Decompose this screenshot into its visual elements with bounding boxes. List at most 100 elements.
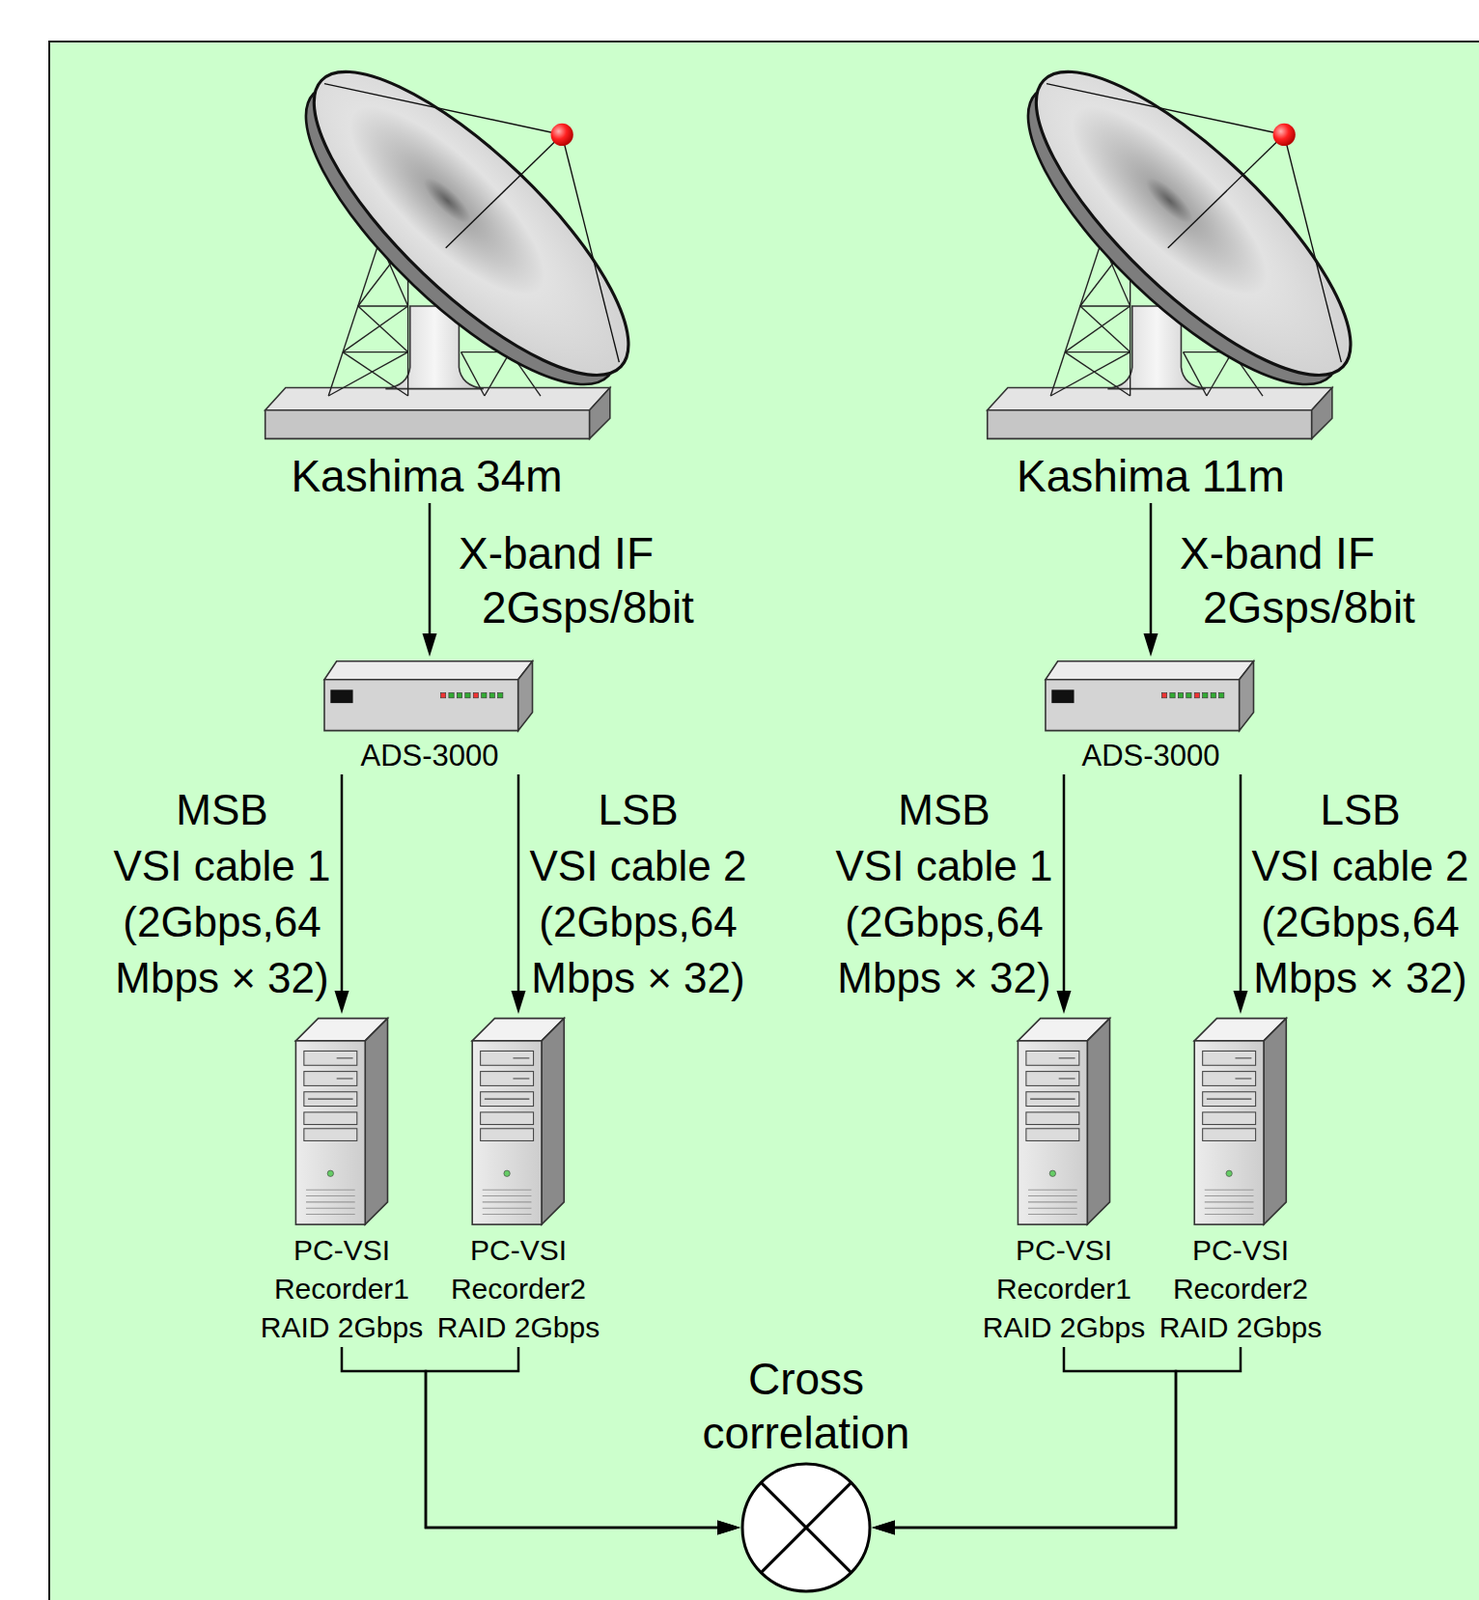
arrow-head: [871, 1520, 895, 1535]
connector-arrow: [422, 502, 438, 657]
connector-arrow: [341, 1346, 741, 1535]
connector-line: [1149, 502, 1153, 636]
sampler-device-icon: [1045, 661, 1255, 731]
recorder-name: PC-VSI Recorder2 RAID 2Gbps: [431, 1230, 606, 1347]
arrow-head: [334, 990, 350, 1014]
recorder-name: PC-VSI Recorder1 RAID 2Gbps: [976, 1230, 1151, 1347]
illustration-part: [448, 693, 454, 698]
circle-outline: [742, 1463, 870, 1591]
wrap-spacer: [1436, 781, 1471, 831]
sampler-node: ADS-3000: [1039, 656, 1262, 775]
edge-label-box: LSB VSI cable 2 (2Gbps,64 Mbps × 32): [1250, 781, 1471, 1006]
device-front: [324, 679, 519, 731]
connector-arrow: [871, 1346, 1241, 1535]
antenna-name: Kashima 11m: [976, 448, 1325, 503]
antenna-illustration: [987, 29, 1392, 439]
illustration-part: [484, 352, 510, 396]
connector-arrow: [1233, 774, 1249, 1014]
edge-label: X-band IF 2Gsps/8bit: [458, 526, 704, 635]
illustration-part: [304, 1128, 358, 1142]
edge-label: MSB VSI cable 1 (2Gbps,64 Mbps × 32): [834, 781, 1055, 1006]
illustration-part: [307, 1098, 353, 1100]
wrap-spacer: [298, 781, 333, 831]
antenna-illustration: [265, 29, 670, 439]
wrap-spacer: [714, 781, 749, 831]
arrow-head: [1233, 990, 1249, 1014]
edge-label: X-band IF 2Gsps/8bit: [1179, 526, 1425, 635]
connector-line: [892, 1346, 1241, 1528]
multiply-cross: [760, 1481, 851, 1572]
wrap-spacer: [528, 781, 562, 831]
wrap-spacer: [834, 781, 868, 831]
antenna-base-side: [589, 388, 611, 440]
feed-support: [324, 83, 619, 363]
antenna-base-top: [265, 388, 611, 411]
antenna-name: Kashima 34m: [252, 448, 601, 503]
antenna-node: Kashima 11m: [976, 67, 1325, 503]
pc-tower-icon: [1017, 1018, 1110, 1225]
illustration-part: [342, 352, 409, 396]
illustration-part: [306, 1213, 356, 1215]
connector-line: [1239, 774, 1243, 993]
connector-arrow: [334, 774, 350, 1014]
sampler-device-icon: [324, 661, 533, 731]
connector-arrow: [511, 774, 527, 1014]
device-side: [518, 661, 533, 731]
illustration-part: [336, 1057, 354, 1059]
illustration-part: [328, 352, 408, 396]
illustration-part: [306, 1200, 356, 1202]
connector-line: [340, 774, 344, 993]
illustration-part: [304, 1091, 358, 1107]
antenna-node: Kashima 34m: [252, 67, 601, 503]
connector-line: [425, 1346, 720, 1528]
tower-power-led: [327, 1170, 334, 1176]
pc-tower-icon: [295, 1018, 388, 1225]
edge-label-box: X-band IF 2Gsps/8bit: [1179, 526, 1425, 635]
dish-front: [273, 29, 669, 417]
illustration-part: [342, 306, 409, 353]
tower-vents: [306, 1189, 356, 1214]
illustration-part: [358, 306, 409, 353]
arrow-head: [422, 633, 438, 657]
connector-arrow: [1144, 502, 1159, 657]
illustration-part: [324, 83, 562, 136]
correlator-node: Cross correlation: [695, 1351, 918, 1595]
connector-arrow: [871, 1346, 1176, 1535]
illustration-part: [461, 352, 485, 396]
edge-label: LSB VSI cable 2 (2Gbps,64 Mbps × 32): [528, 781, 749, 1006]
illustration-part: [306, 1207, 356, 1209]
illustration-part: [446, 134, 562, 248]
illustration-part: [489, 693, 495, 698]
illustration-part: [473, 693, 478, 698]
recorder-name: PC-VSI Recorder2 RAID 2Gbps: [1153, 1230, 1328, 1347]
illustration-part: [304, 1071, 358, 1087]
pc-tower-icon: [472, 1018, 564, 1225]
device-name: ADS-3000: [1039, 737, 1262, 775]
arrow-head: [717, 1520, 741, 1535]
device-leds: [440, 693, 503, 698]
illustration-part: [358, 305, 409, 307]
recorder-node: PC-VSI Recorder2 RAID 2Gbps: [1153, 1013, 1328, 1347]
wrap-spacer: [111, 781, 146, 831]
edge-label-box: LSB VSI cable 2 (2Gbps,64 Mbps × 32): [528, 781, 749, 1006]
illustration-part: [336, 1077, 354, 1079]
connector-arrow: [425, 1346, 741, 1535]
illustration-part: [481, 693, 487, 698]
illustration-part: [456, 693, 462, 698]
connector-line: [1062, 774, 1066, 993]
illustration-part: [306, 1195, 356, 1197]
wrap-spacer: [1020, 781, 1055, 831]
tower-side: [364, 1018, 388, 1225]
illustration-part: [342, 351, 409, 353]
illustration-part: [304, 1112, 358, 1125]
device-top: [324, 661, 533, 680]
illustration-part: [561, 134, 619, 363]
connector-line: [428, 502, 432, 636]
connector-arrow: [1057, 774, 1072, 1014]
recorder-node: PC-VSI Recorder2 RAID 2Gbps: [431, 1013, 606, 1347]
correlator-circle: [738, 1459, 874, 1595]
arrow-head: [871, 1520, 895, 1535]
device-display: [330, 689, 353, 703]
edge-label: MSB VSI cable 1 (2Gbps,64 Mbps × 32): [111, 781, 333, 1006]
tower-bays: [304, 1050, 358, 1141]
